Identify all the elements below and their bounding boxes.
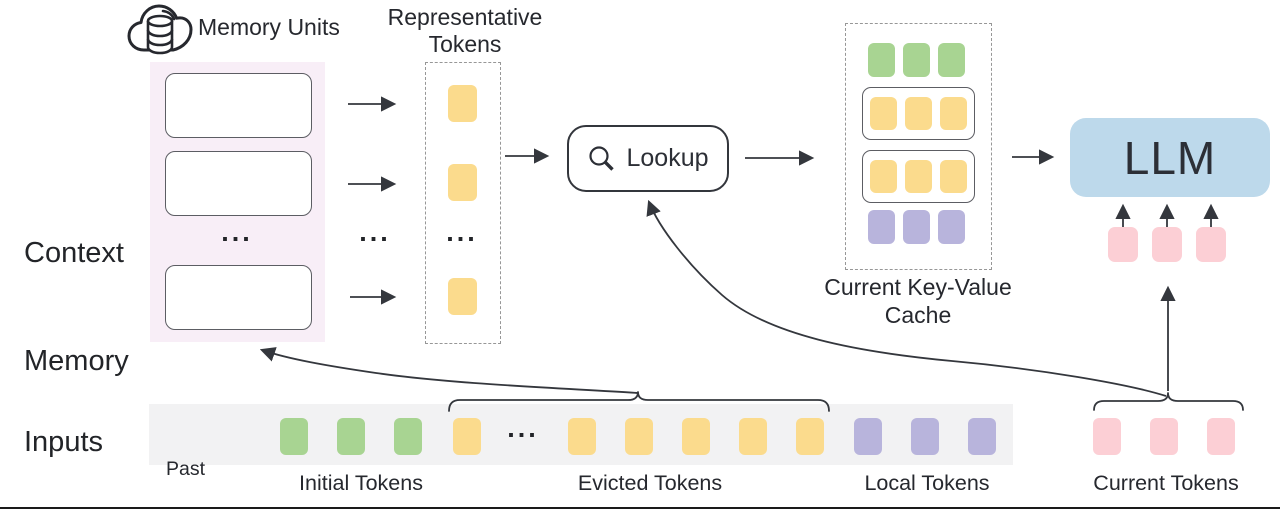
token-purple — [868, 210, 895, 244]
current-tokens-group — [1093, 418, 1235, 455]
arrow-evicted-to-context-memory — [259, 347, 639, 394]
initial-tokens-group — [280, 418, 422, 455]
lookup-label: Lookup — [626, 144, 709, 172]
representative-tokens-box — [425, 62, 501, 344]
token-yellow — [453, 418, 481, 455]
cache-purple-row — [868, 210, 965, 244]
token-green — [903, 43, 930, 77]
representative-token-2 — [448, 164, 477, 201]
representative-token-3 — [448, 278, 477, 315]
token-pink — [1196, 227, 1226, 262]
representative-token-1 — [448, 85, 477, 122]
current-tokens-brace — [1093, 392, 1244, 411]
cache-label-line2: Cache — [884, 302, 952, 328]
token-purple — [968, 418, 996, 455]
token-green — [280, 418, 308, 455]
cache-label-line1: Current Key-Value — [824, 274, 1012, 300]
context-memory-label: Context Memory — [24, 163, 129, 451]
initial-tokens-label: Initial Tokens — [299, 471, 423, 495]
token-pink — [1093, 418, 1121, 455]
memory-unit-2 — [165, 151, 312, 216]
token-purple — [903, 210, 930, 244]
token-purple — [854, 418, 882, 455]
representative-label-line2: Tokens — [428, 31, 502, 57]
token-purple — [911, 418, 939, 455]
token-yellow — [448, 278, 477, 315]
inputs-label: Inputs — [24, 426, 103, 458]
cache-green-row — [868, 43, 965, 77]
cache-unit-2 — [862, 150, 975, 203]
current-kv-cache-label: Current Key-Value Cache — [823, 273, 1013, 329]
figure-bottom-rule — [0, 507, 1280, 509]
token-green — [337, 418, 365, 455]
token-yellow — [905, 160, 932, 193]
token-pink — [1152, 227, 1182, 262]
token-green — [394, 418, 422, 455]
evicted-tokens-head — [453, 418, 481, 455]
token-yellow — [739, 418, 767, 455]
token-pink — [1108, 227, 1138, 262]
token-green — [938, 43, 965, 77]
token-yellow — [796, 418, 824, 455]
token-yellow — [568, 418, 596, 455]
memory-units-label: Memory Units — [198, 14, 340, 40]
past-kv-label: Past Key-Value — [166, 416, 255, 509]
token-yellow — [905, 97, 932, 130]
memory-units-ellipsis: ... — [221, 217, 253, 247]
lookup-node: Lookup — [567, 125, 729, 192]
token-yellow — [940, 97, 967, 130]
token-yellow — [448, 164, 477, 201]
context-memory-label-line1: Context — [24, 237, 124, 269]
llm-input-tokens — [1108, 227, 1226, 262]
memory-unit-1 — [165, 73, 312, 138]
token-yellow — [940, 160, 967, 193]
token-yellow — [625, 418, 653, 455]
token-yellow — [870, 97, 897, 130]
memory-unit-3 — [165, 265, 312, 330]
token-yellow — [448, 85, 477, 122]
memory-cloud-database-icon — [124, 1, 196, 59]
local-tokens-label: Local Tokens — [864, 471, 990, 495]
representative-ellipsis: ... — [446, 217, 478, 247]
token-pink — [1207, 418, 1235, 455]
cache-unit-1 — [862, 87, 975, 140]
token-yellow — [682, 418, 710, 455]
llm-node: LLM — [1070, 118, 1270, 197]
local-tokens-group — [854, 418, 996, 455]
evicted-tokens-tail — [568, 418, 824, 455]
representative-tokens-label: Representative Tokens — [375, 4, 555, 58]
context-memory-label-line2: Memory — [24, 345, 129, 377]
token-pink — [1150, 418, 1178, 455]
evicted-tokens-label: Evicted Tokens — [577, 471, 723, 495]
current-tokens-label: Current Tokens — [1093, 471, 1239, 495]
evicted-ellipsis: ... — [507, 413, 539, 443]
token-purple — [938, 210, 965, 244]
token-yellow — [870, 160, 897, 193]
llm-label: LLM — [1123, 131, 1217, 184]
past-kv-label-line1: Past — [166, 458, 206, 480]
search-icon — [587, 144, 617, 174]
mid-ellipsis: ... — [359, 217, 391, 247]
representative-label-line1: Representative — [387, 4, 543, 30]
token-green — [868, 43, 895, 77]
